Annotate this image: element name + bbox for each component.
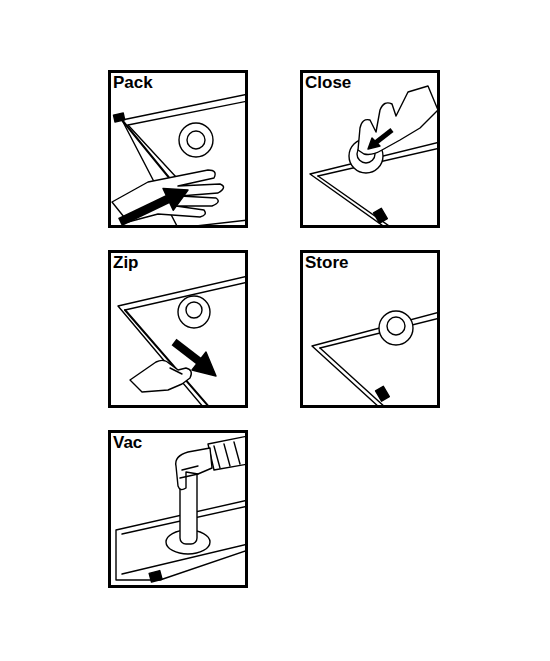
sleeve-folds xyxy=(214,442,240,468)
push-arrow-shaft xyxy=(120,199,168,222)
sleeve xyxy=(208,436,246,470)
close-illustration xyxy=(310,86,438,226)
zip-clip xyxy=(374,208,388,223)
bag-body xyxy=(310,142,438,226)
bag-seam-left xyxy=(320,348,386,406)
hand xyxy=(176,448,212,490)
valve-cap xyxy=(186,302,202,318)
vac-illustration xyxy=(116,436,246,582)
finger xyxy=(170,368,182,374)
bag-body xyxy=(118,276,246,406)
zip-clip xyxy=(149,571,162,583)
valve-cap xyxy=(387,317,405,335)
bag-body xyxy=(312,312,438,406)
zip-clip xyxy=(113,113,124,122)
step-panel: Close xyxy=(300,70,440,228)
zip-clip xyxy=(376,386,390,401)
valve xyxy=(179,123,213,157)
zip-arrow-shaft xyxy=(174,342,200,362)
hand xyxy=(112,170,224,222)
push-arrow-head xyxy=(163,189,188,211)
step-heading: Pack xyxy=(111,73,156,95)
hand xyxy=(130,360,191,392)
valve xyxy=(178,296,210,328)
bag-seam xyxy=(128,101,246,125)
step-heading: Zip xyxy=(111,253,142,275)
store-illustration xyxy=(312,311,438,406)
step-heading: Vac xyxy=(111,433,145,455)
valve xyxy=(379,311,413,345)
pack-illustration xyxy=(112,94,246,226)
step-panel: Vac xyxy=(108,430,248,588)
zip-illustration xyxy=(118,276,246,406)
step-heading: Close xyxy=(303,73,354,95)
step-panel: Zip xyxy=(108,250,248,408)
step-panel: Pack xyxy=(108,70,248,228)
step-heading: Store xyxy=(303,253,351,275)
fingers xyxy=(180,466,198,478)
zip-arrow-head xyxy=(192,352,216,376)
bag-seam-left xyxy=(318,176,392,226)
hand xyxy=(358,86,438,155)
valve-cap xyxy=(187,131,205,149)
step-panel: Store xyxy=(300,250,440,408)
turn-arrow-head xyxy=(368,138,380,149)
